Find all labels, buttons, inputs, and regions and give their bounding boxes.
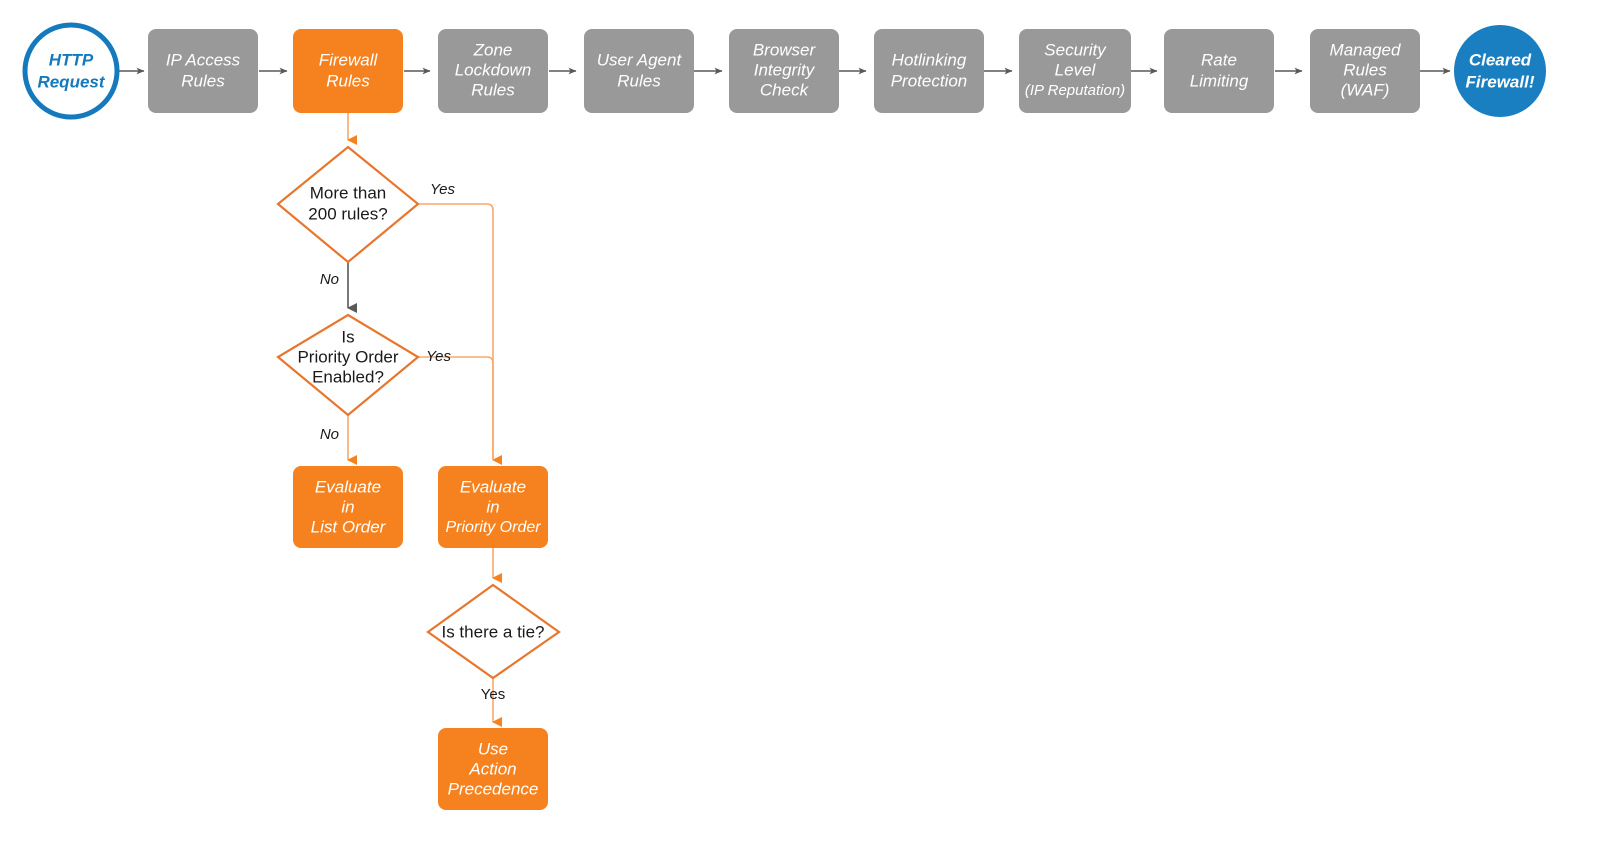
rate-limiting-line2: Limiting (1190, 71, 1249, 90)
end-label-line2: Firewall! (1466, 72, 1535, 91)
node-zone-lockdown-rules[interactable]: Zone Lockdown Rules (438, 29, 548, 113)
start-label-line2: Request (37, 72, 105, 91)
node-rate-limiting[interactable]: Rate Limiting (1164, 29, 1274, 113)
node-ip-access-rules[interactable]: IP Access Rules (148, 29, 258, 113)
evaluate-list-order-line1: Evaluate (315, 477, 381, 496)
evaluate-priority-order-box (438, 466, 548, 548)
start-circle (22, 22, 120, 120)
rate-limiting-line1: Rate (1201, 50, 1237, 69)
decision2-diamond (276, 313, 420, 417)
decision3-line1: Is there a tie? (441, 622, 544, 641)
decision-is-priority-order-enabled[interactable]: Is Priority Order Enabled? (276, 313, 420, 417)
node-evaluate-in-list-order[interactable]: Evaluate in List Order (293, 466, 403, 548)
firewall-rules-line1: Firewall (319, 50, 379, 69)
security-level-box (1019, 29, 1131, 113)
decision2-line1: Is (341, 327, 354, 346)
decision2-line3: Enabled? (312, 367, 384, 386)
hotlinking-protection-box (874, 29, 984, 113)
connector-decision1-yes-to-priority-order (418, 203, 502, 465)
browser-integrity-check-line1: Browser (753, 40, 817, 59)
browser-integrity-check-line3: Check (760, 80, 810, 99)
end-circle (1454, 25, 1546, 117)
node-use-action-precedence[interactable]: Use Action Precedence (438, 728, 548, 810)
evaluate-list-order-line3: List Order (311, 517, 387, 536)
decision1-line1: More than (310, 183, 387, 202)
use-action-precedence-line2: Action (468, 759, 516, 778)
user-agent-rules-box (584, 29, 694, 113)
decision-connectors (347, 110, 502, 727)
decision3-diamond (426, 583, 561, 680)
zone-lockdown-rules-line1: Zone (473, 40, 513, 59)
evaluate-priority-order-line2: in (486, 497, 499, 516)
user-agent-rules-line1: User Agent (597, 50, 683, 69)
node-user-agent-rules[interactable]: User Agent Rules (584, 29, 694, 113)
ip-access-rules-line1: IP Access (166, 50, 241, 69)
managed-rules-waf-box (1310, 29, 1420, 113)
security-level-line2: Level (1055, 60, 1097, 79)
browser-integrity-check-line2: Integrity (754, 60, 816, 79)
evaluate-list-order-box (293, 466, 403, 548)
node-hotlinking-protection[interactable]: Hotlinking Protection (874, 29, 984, 113)
node-browser-integrity-check[interactable]: Browser Integrity Check (729, 29, 839, 113)
decision1-no-label: No (320, 271, 339, 288)
decision2-no-label: No (320, 426, 339, 443)
zone-lockdown-rules-box (438, 29, 548, 113)
connector-decision2-yes-to-priority-order (418, 356, 494, 460)
end-label-line1: Cleared (1469, 50, 1532, 69)
node-security-level[interactable]: Security Level (IP Reputation) (1019, 29, 1131, 113)
rate-limiting-box (1164, 29, 1274, 113)
decision2-line2: Priority Order (297, 347, 398, 366)
evaluate-priority-order-line1: Evaluate (460, 477, 526, 496)
use-action-precedence-line1: Use (478, 739, 508, 758)
ip-access-rules-box (148, 29, 258, 113)
node-managed-rules-waf[interactable]: Managed Rules (WAF) (1310, 29, 1420, 113)
ip-access-rules-line2: Rules (181, 71, 225, 90)
decision-is-there-a-tie[interactable]: Is there a tie? (426, 583, 561, 680)
hotlinking-protection-line2: Protection (891, 71, 968, 90)
evaluate-list-order-line2: in (341, 497, 354, 516)
decision1-line2: 200 rules? (308, 204, 387, 223)
node-cleared-firewall[interactable]: Cleared Firewall! (1454, 25, 1546, 117)
firewall-rules-box (293, 29, 403, 113)
security-level-line3: (IP Reputation) (1025, 82, 1125, 99)
hotlinking-protection-line1: Hotlinking (892, 50, 967, 69)
managed-rules-waf-line3: (WAF) (1341, 80, 1390, 99)
evaluate-priority-order-line3: Priority Order (445, 519, 541, 536)
decision3-yes-label: Yes (481, 686, 505, 703)
user-agent-rules-line2: Rules (617, 71, 661, 90)
start-label-line1: HTTP (49, 50, 94, 69)
decision1-yes-label: Yes (430, 181, 456, 198)
security-level-line1: Security (1044, 40, 1107, 59)
zone-lockdown-rules-line3: Rules (471, 80, 515, 99)
browser-integrity-check-box (729, 29, 839, 113)
node-http-request[interactable]: HTTP Request (22, 22, 120, 120)
node-evaluate-in-priority-order[interactable]: Evaluate in Priority Order (438, 466, 548, 548)
managed-rules-waf-line1: Managed (1330, 40, 1401, 59)
decision2-yes-label: Yes (426, 348, 452, 365)
managed-rules-waf-line2: Rules (1343, 60, 1387, 79)
decision1-diamond (276, 145, 420, 264)
firewall-rules-line2: Rules (326, 71, 370, 90)
zone-lockdown-rules-line2: Lockdown (455, 60, 532, 79)
node-firewall-rules[interactable]: Firewall Rules (293, 29, 403, 113)
use-action-precedence-line3: Precedence (448, 779, 539, 798)
use-action-precedence-box (438, 728, 548, 810)
decision-more-than-200-rules[interactable]: More than 200 rules? (276, 145, 420, 264)
